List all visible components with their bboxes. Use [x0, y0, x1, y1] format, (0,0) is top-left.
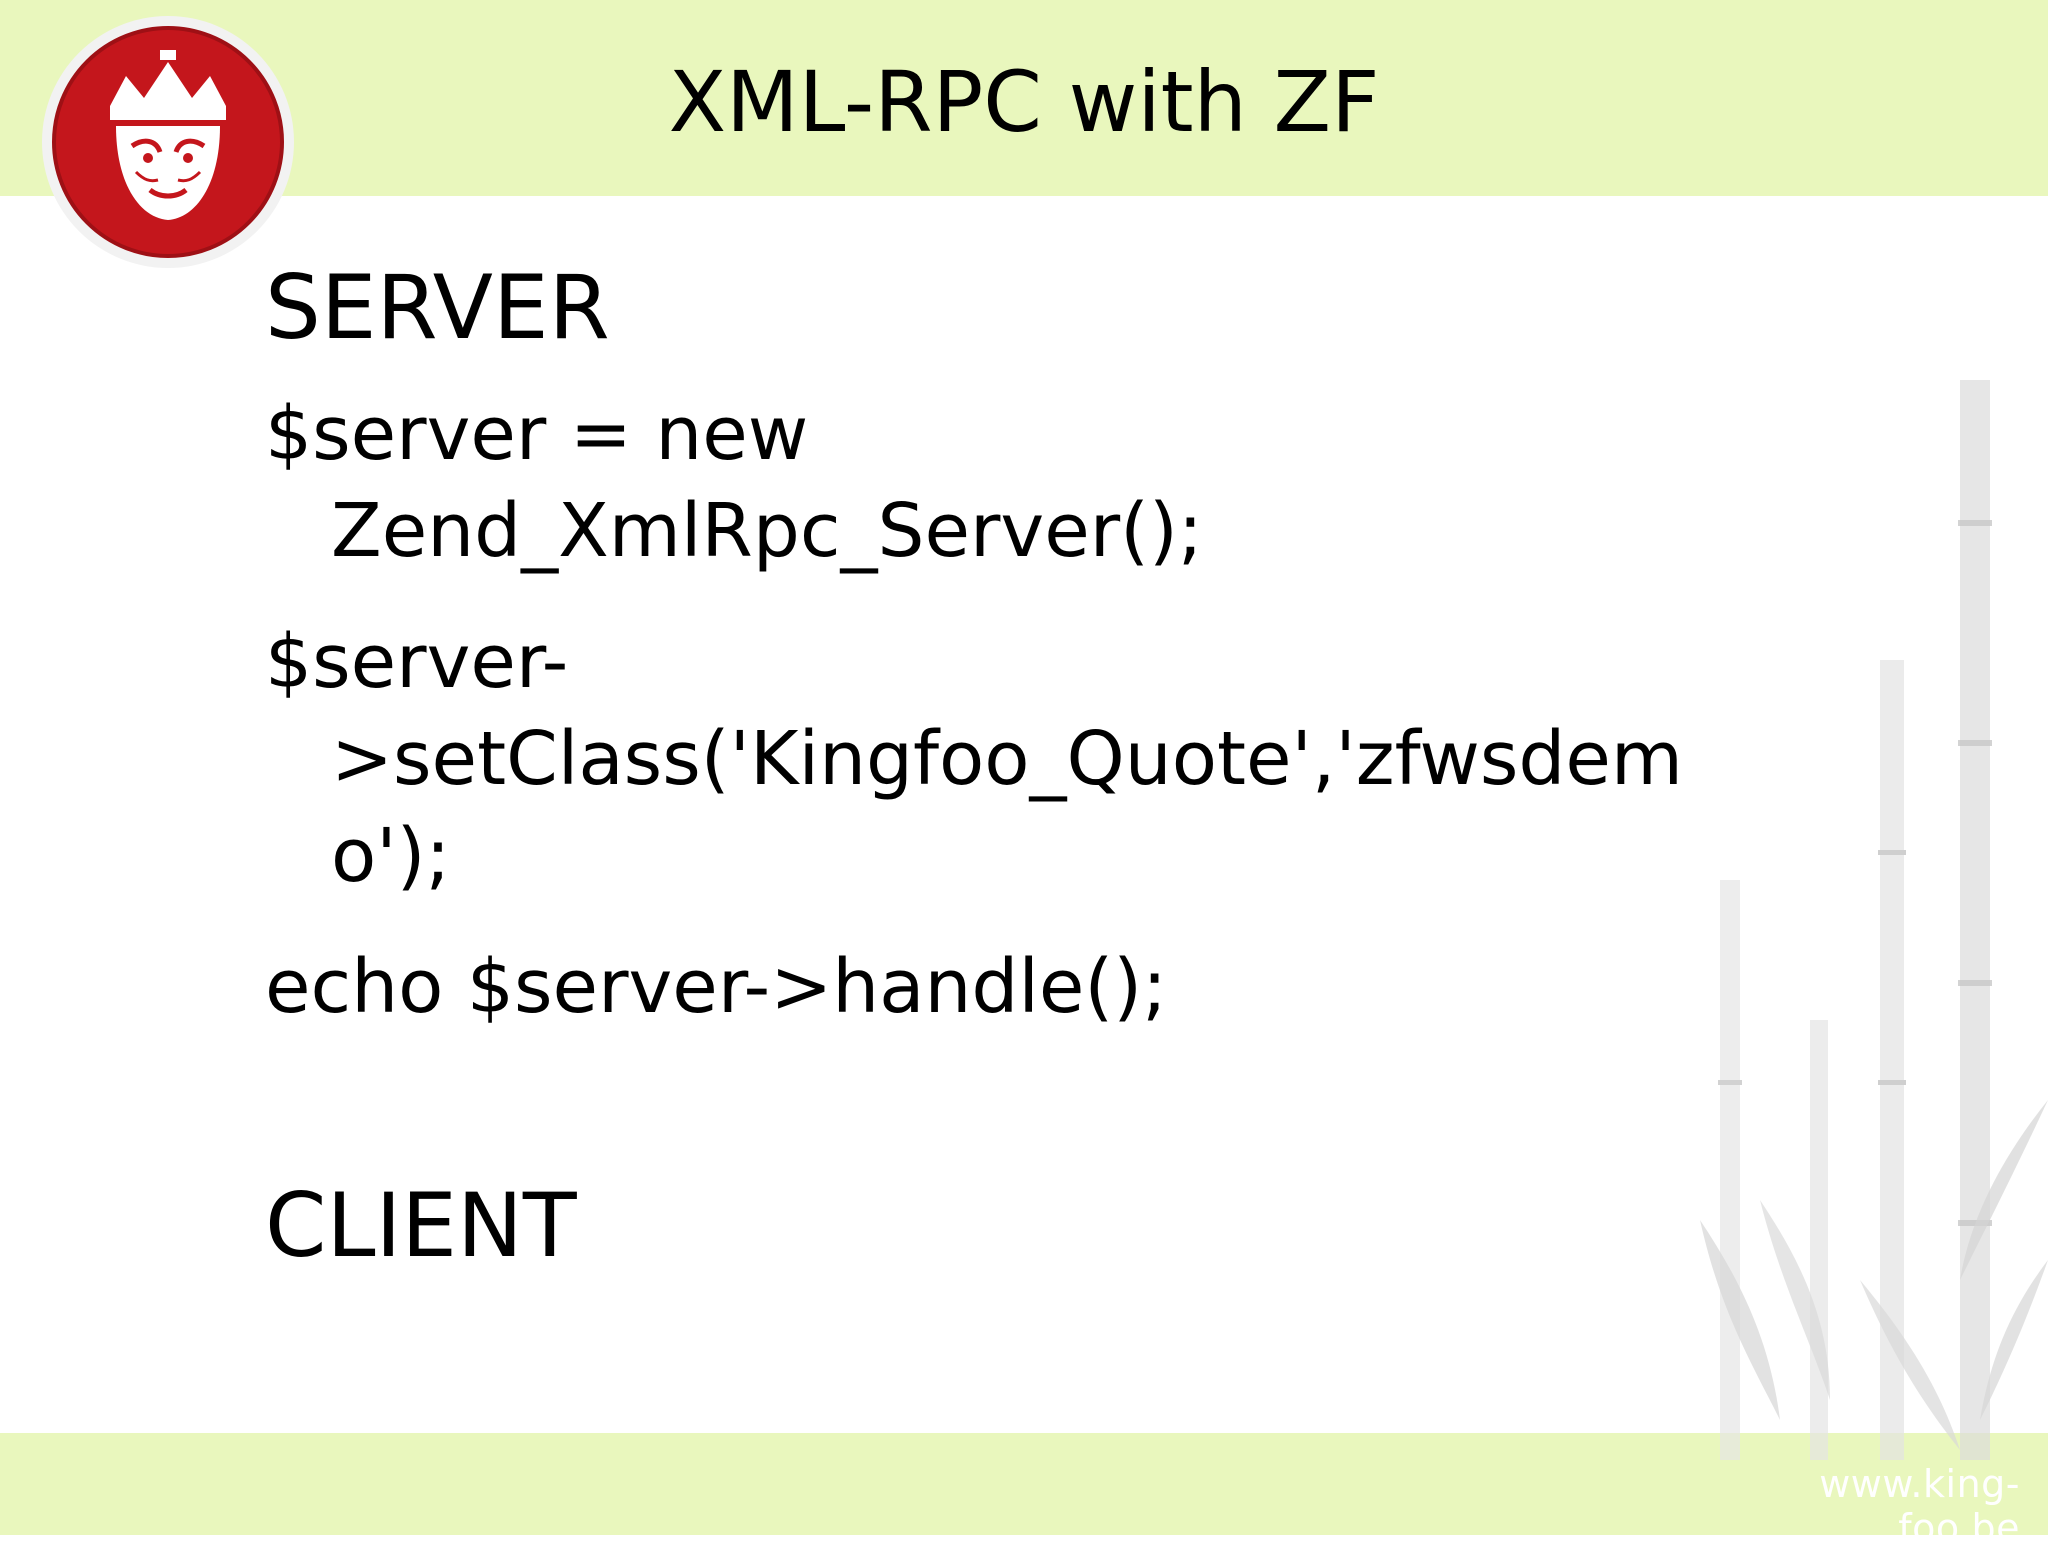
code-line-handle: echo $server->handle(); [265, 944, 1168, 1030]
code-line-first: $server- [265, 619, 569, 705]
slide-content: SERVER $server = new Zend_XmlRpc_Server(… [265, 258, 1905, 1276]
bamboo-illustration [1660, 380, 2048, 1460]
server-heading: SERVER [265, 256, 610, 359]
header-band [0, 0, 2048, 196]
client-heading: CLIENT [265, 1174, 577, 1277]
footer-band [0, 1433, 2048, 1535]
code-line-continuation: Zend_XmlRpc_Server(); [331, 488, 1203, 574]
slide-title: XML-RPC with ZF [668, 53, 1380, 151]
code-line-new-server: $server = new Zend_XmlRpc_Server(); [265, 386, 1905, 580]
footer-url: www.king-foo.be [1819, 1462, 2020, 1550]
code-line-first: $server = new [265, 391, 809, 477]
code-line-continuation: o'); [331, 813, 451, 899]
code-line-continuation: >setClass('Kingfoo_Quote','zfwsdem [331, 716, 1683, 802]
king-foo-logo-icon [40, 14, 296, 270]
code-line-set-class: $server- >setClass('Kingfoo_Quote','zfws… [265, 614, 1905, 905]
